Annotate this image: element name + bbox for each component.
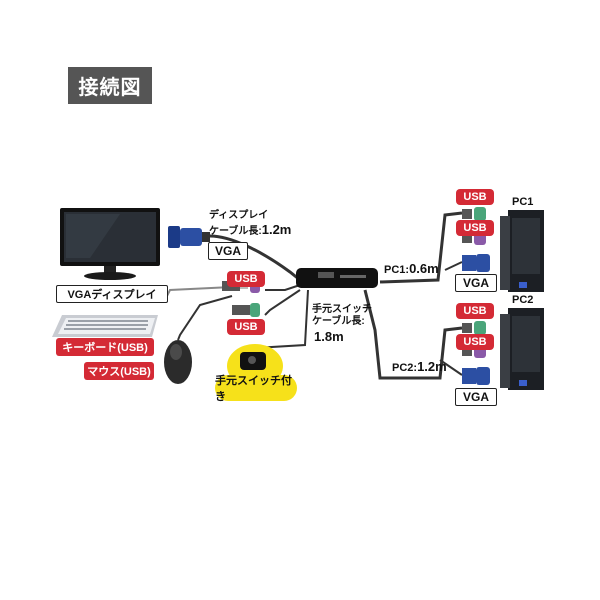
vga-display-label: VGAディスプレイ — [56, 285, 168, 303]
remote-switch-badge: 手元スイッチ付き — [215, 375, 297, 403]
usb-badge-pc1-a: USB — [456, 189, 494, 205]
display-cable-label: ディスプレイ — [209, 210, 269, 221]
cables — [164, 211, 463, 380]
usb-badge-keyboard: USB — [227, 271, 265, 287]
vga-label-pc2: VGA — [455, 388, 497, 406]
pc1-label: PC1 — [512, 196, 534, 208]
remote-cable-length: 1.8m — [314, 329, 344, 344]
pc2-tower-icon — [500, 308, 544, 390]
usb-badge-pc1-b: USB — [456, 220, 494, 236]
vga-label-pc1: VGA — [455, 274, 497, 292]
pc2-cable-length: 1.2m — [417, 359, 447, 374]
usb-badge-pc2-b: USB — [456, 334, 494, 350]
display-cable-length: 1.2m — [261, 222, 292, 237]
pc1-cable — [379, 211, 463, 284]
pc2-connectors-icon — [462, 321, 490, 385]
pc2-cable-label: PC2:1.2m — [392, 359, 447, 374]
pc1-cable-caption: PC1: — [384, 264, 410, 276]
display-cable-label-line2: ケーブル長:1.2m — [209, 222, 292, 238]
kvm-switch-icon — [296, 268, 378, 288]
keyboard-label: キーボード(USB) — [56, 338, 154, 356]
pc1-cable-length: 0.6m — [409, 261, 439, 276]
keyboard-icon — [52, 315, 158, 337]
pc1-tower-icon — [500, 210, 544, 292]
mouse-icon — [164, 340, 192, 384]
pc1-cable-label: PC1:0.6m — [384, 261, 439, 276]
vga-connector-icon — [168, 226, 210, 248]
monitor-icon — [60, 208, 160, 280]
pc2-label: PC2 — [512, 294, 534, 306]
pc2-cable — [363, 289, 463, 380]
vga-label-display: VGA — [208, 242, 248, 260]
pc2-cable-caption: PC2: — [392, 362, 418, 374]
usb-badge-pc2-a: USB — [456, 303, 494, 319]
usb-badge-mouse: USB — [227, 319, 265, 335]
display-cable — [209, 234, 301, 282]
mouse-label: マウス(USB) — [84, 362, 154, 380]
remote-cable-label-line1: 手元スイッチ — [312, 304, 372, 315]
pc1-connectors-icon — [462, 207, 490, 272]
remote-cable-label-line2: ケーブル長: — [312, 316, 365, 327]
mouse-cable — [177, 295, 233, 341]
page-title: 接続図 — [68, 67, 152, 104]
display-cable-length-caption: ケーブル長: — [209, 226, 262, 237]
